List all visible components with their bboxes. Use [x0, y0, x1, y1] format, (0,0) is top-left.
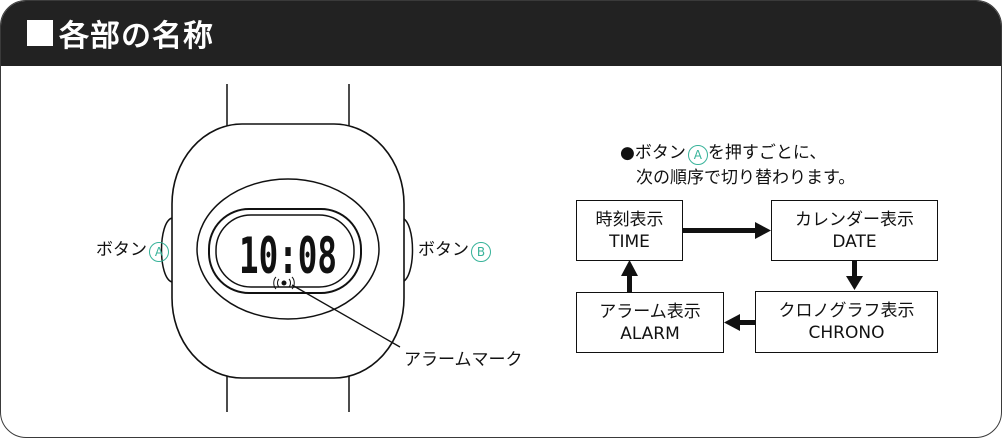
- mode-time-en: TIME: [609, 231, 650, 252]
- circled-letter-b: B: [471, 242, 491, 262]
- mode-date-en: DATE: [832, 231, 877, 252]
- button-b-label-text: ボタン: [418, 240, 469, 260]
- circled-letter-a: A: [149, 242, 169, 262]
- alarm-mark-label: アラームマーク: [404, 350, 523, 370]
- strap-top: [226, 84, 350, 128]
- alarm-mark-icon: [273, 276, 295, 290]
- page-title-text: 各部の名称: [59, 19, 214, 54]
- mode-box-time: 時刻表示 TIME: [576, 200, 683, 261]
- mode-box-alarm: アラーム表示 ALARM: [576, 292, 724, 353]
- flow-arrow-chrono-to-alarm: [724, 314, 755, 331]
- button-b-shape: [401, 217, 414, 283]
- mode-alarm-en: ALARM: [620, 323, 680, 344]
- square-bullet-icon: [27, 20, 53, 46]
- display-digits: 10:08: [239, 227, 337, 285]
- alarm-leader-line: [291, 284, 401, 348]
- flow-arrow-date-to-chrono: [846, 259, 863, 290]
- mode-time-jp: 時刻表示: [595, 209, 664, 230]
- intro-suffix: を押すごとに、: [707, 143, 827, 163]
- intro-line-2: 次の順序で切り替わります。: [636, 168, 856, 188]
- header-bar: [1, 1, 1001, 66]
- mode-date-jp: カレンダー表示: [795, 209, 914, 230]
- display-ring-inner: [215, 214, 355, 288]
- flow-arrow-time-to-date: [683, 222, 771, 239]
- mode-alarm-jp: アラーム表示: [599, 301, 701, 322]
- strap-bottom: [226, 372, 350, 412]
- mode-chrono-jp: クロノグラフ表示: [778, 301, 915, 321]
- page-title: 各部の名称: [27, 12, 214, 54]
- flow-arrow-alarm-to-time: [621, 260, 638, 293]
- mode-box-date: カレンダー表示 DATE: [771, 200, 938, 261]
- mode-box-chrono: クロノグラフ表示 CHRONO: [755, 291, 938, 353]
- circled-letter-a-intro: A: [687, 145, 708, 165]
- intro-prefix: ●ボタン: [620, 143, 686, 163]
- mode-chrono-en: CHRONO: [808, 323, 885, 343]
- button-a-label-text: ボタン: [96, 240, 147, 260]
